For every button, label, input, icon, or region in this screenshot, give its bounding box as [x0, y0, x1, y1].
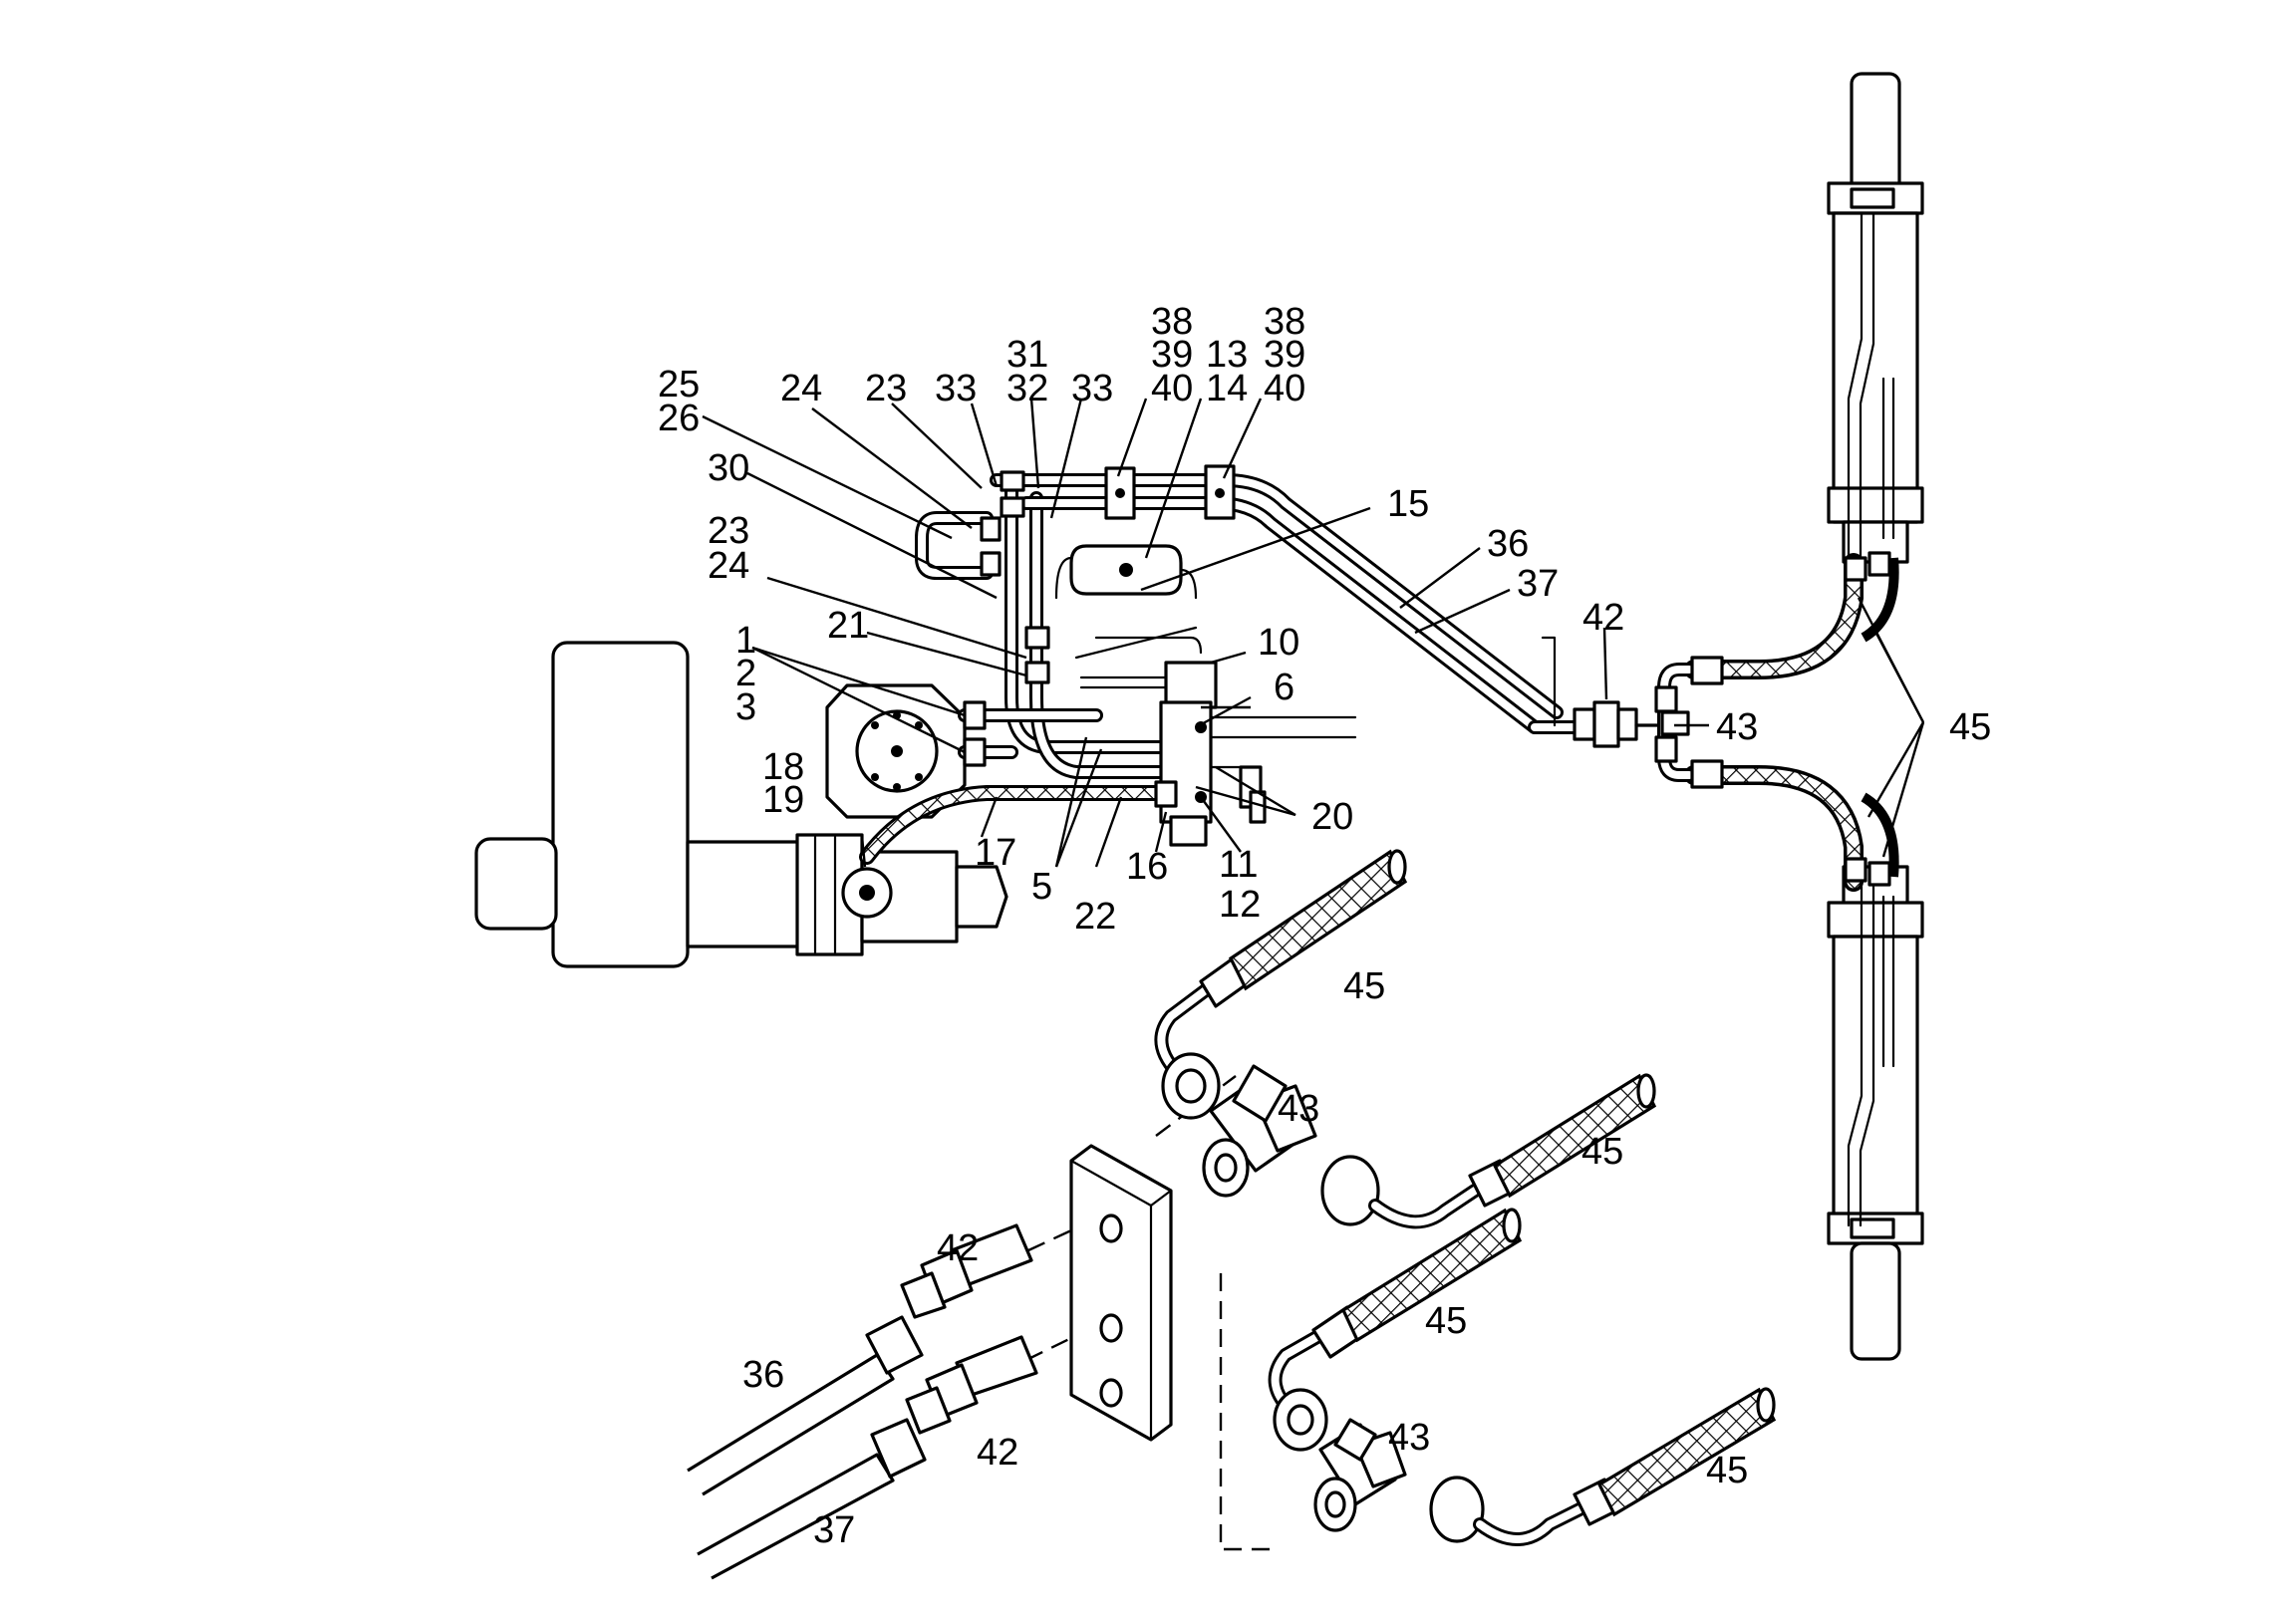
callout-40b: 40	[1264, 368, 1305, 409]
hose-45-d	[1429, 1387, 1777, 1546]
exploded-label-45b: 45	[1581, 1131, 1623, 1173]
bulkhead-plate	[1069, 1075, 1271, 1551]
callout-10: 10	[1258, 622, 1299, 664]
callout-24b: 24	[708, 545, 749, 587]
callout-38a: 38	[1151, 301, 1193, 343]
lower-cylinder	[1827, 865, 1924, 1361]
callout-1: 1	[735, 620, 756, 662]
exploded-label-45c: 45	[1425, 1300, 1467, 1342]
hose-45-c	[1268, 1208, 1523, 1452]
callout-42: 42	[1582, 597, 1624, 639]
callout-32: 32	[1006, 368, 1048, 409]
tee-43-upper	[1202, 1064, 1317, 1198]
cylinder-hoses	[1654, 551, 1899, 892]
exploded-label-43b: 43	[1388, 1417, 1430, 1459]
callout-24a: 24	[780, 368, 822, 409]
callout-26: 26	[658, 398, 700, 439]
pipe-36-exploded	[687, 1315, 924, 1496]
pipe-37-exploded	[697, 1418, 927, 1580]
callout-17: 17	[975, 832, 1016, 874]
connector-42-lower	[905, 1335, 1072, 1435]
exploded-label-45d: 45	[1706, 1450, 1748, 1491]
callout-33b: 33	[1071, 368, 1113, 409]
callout-43: 43	[1716, 706, 1758, 748]
exploded-label-42a: 42	[937, 1227, 979, 1269]
hose-45-a	[1154, 849, 1408, 1120]
pump-flange	[825, 683, 967, 819]
pipe-36-37	[1528, 636, 1661, 748]
callout-13: 13	[1206, 334, 1248, 376]
callout-39a: 39	[1151, 334, 1193, 376]
exploded-label-45a: 45	[1343, 965, 1385, 1007]
callout-14: 14	[1206, 368, 1248, 409]
upper-cylinder	[1827, 72, 1924, 564]
callout-18: 18	[762, 746, 804, 788]
callout-15: 15	[1387, 483, 1429, 525]
callout-22: 22	[1074, 896, 1116, 938]
engine-block	[474, 641, 1008, 968]
callout-6: 6	[1274, 667, 1294, 708]
callout-23a: 23	[865, 368, 907, 409]
callout-21: 21	[827, 605, 869, 647]
connector-42-upper	[900, 1223, 1072, 1319]
callout-12: 12	[1219, 884, 1261, 926]
callout-16: 16	[1126, 846, 1168, 888]
callout-39b: 39	[1264, 334, 1305, 376]
callout-33a: 33	[935, 368, 977, 409]
exploded-label-42b: 42	[977, 1432, 1018, 1474]
callout-labels: 38 39 40 38 39 40 13 14 31 32 33 33 23 2…	[658, 301, 1991, 1551]
callout-25: 25	[658, 364, 700, 405]
callout-45: 45	[1949, 706, 1991, 748]
callout-3: 3	[735, 686, 756, 728]
callout-36: 36	[1487, 523, 1529, 565]
callout-19: 19	[762, 779, 804, 821]
callout-23b: 23	[708, 510, 749, 552]
callout-30: 30	[708, 447, 749, 489]
tee-43-lower	[1313, 1418, 1407, 1532]
callout-38b: 38	[1264, 301, 1305, 343]
exploded-label-37: 37	[813, 1509, 855, 1551]
exploded-label-36: 36	[742, 1354, 784, 1396]
hose-17	[859, 780, 1178, 865]
callout-5: 5	[1031, 866, 1052, 908]
callout-31: 31	[1006, 334, 1048, 376]
callout-40a: 40	[1151, 368, 1193, 409]
callout-2: 2	[735, 653, 756, 694]
callout-20: 20	[1311, 796, 1353, 838]
callout-37: 37	[1517, 563, 1559, 605]
hose-45-b	[1320, 1073, 1657, 1229]
exploded-label-43a: 43	[1278, 1088, 1319, 1130]
leader-lines	[702, 398, 1925, 868]
callout-11: 11	[1219, 844, 1258, 886]
